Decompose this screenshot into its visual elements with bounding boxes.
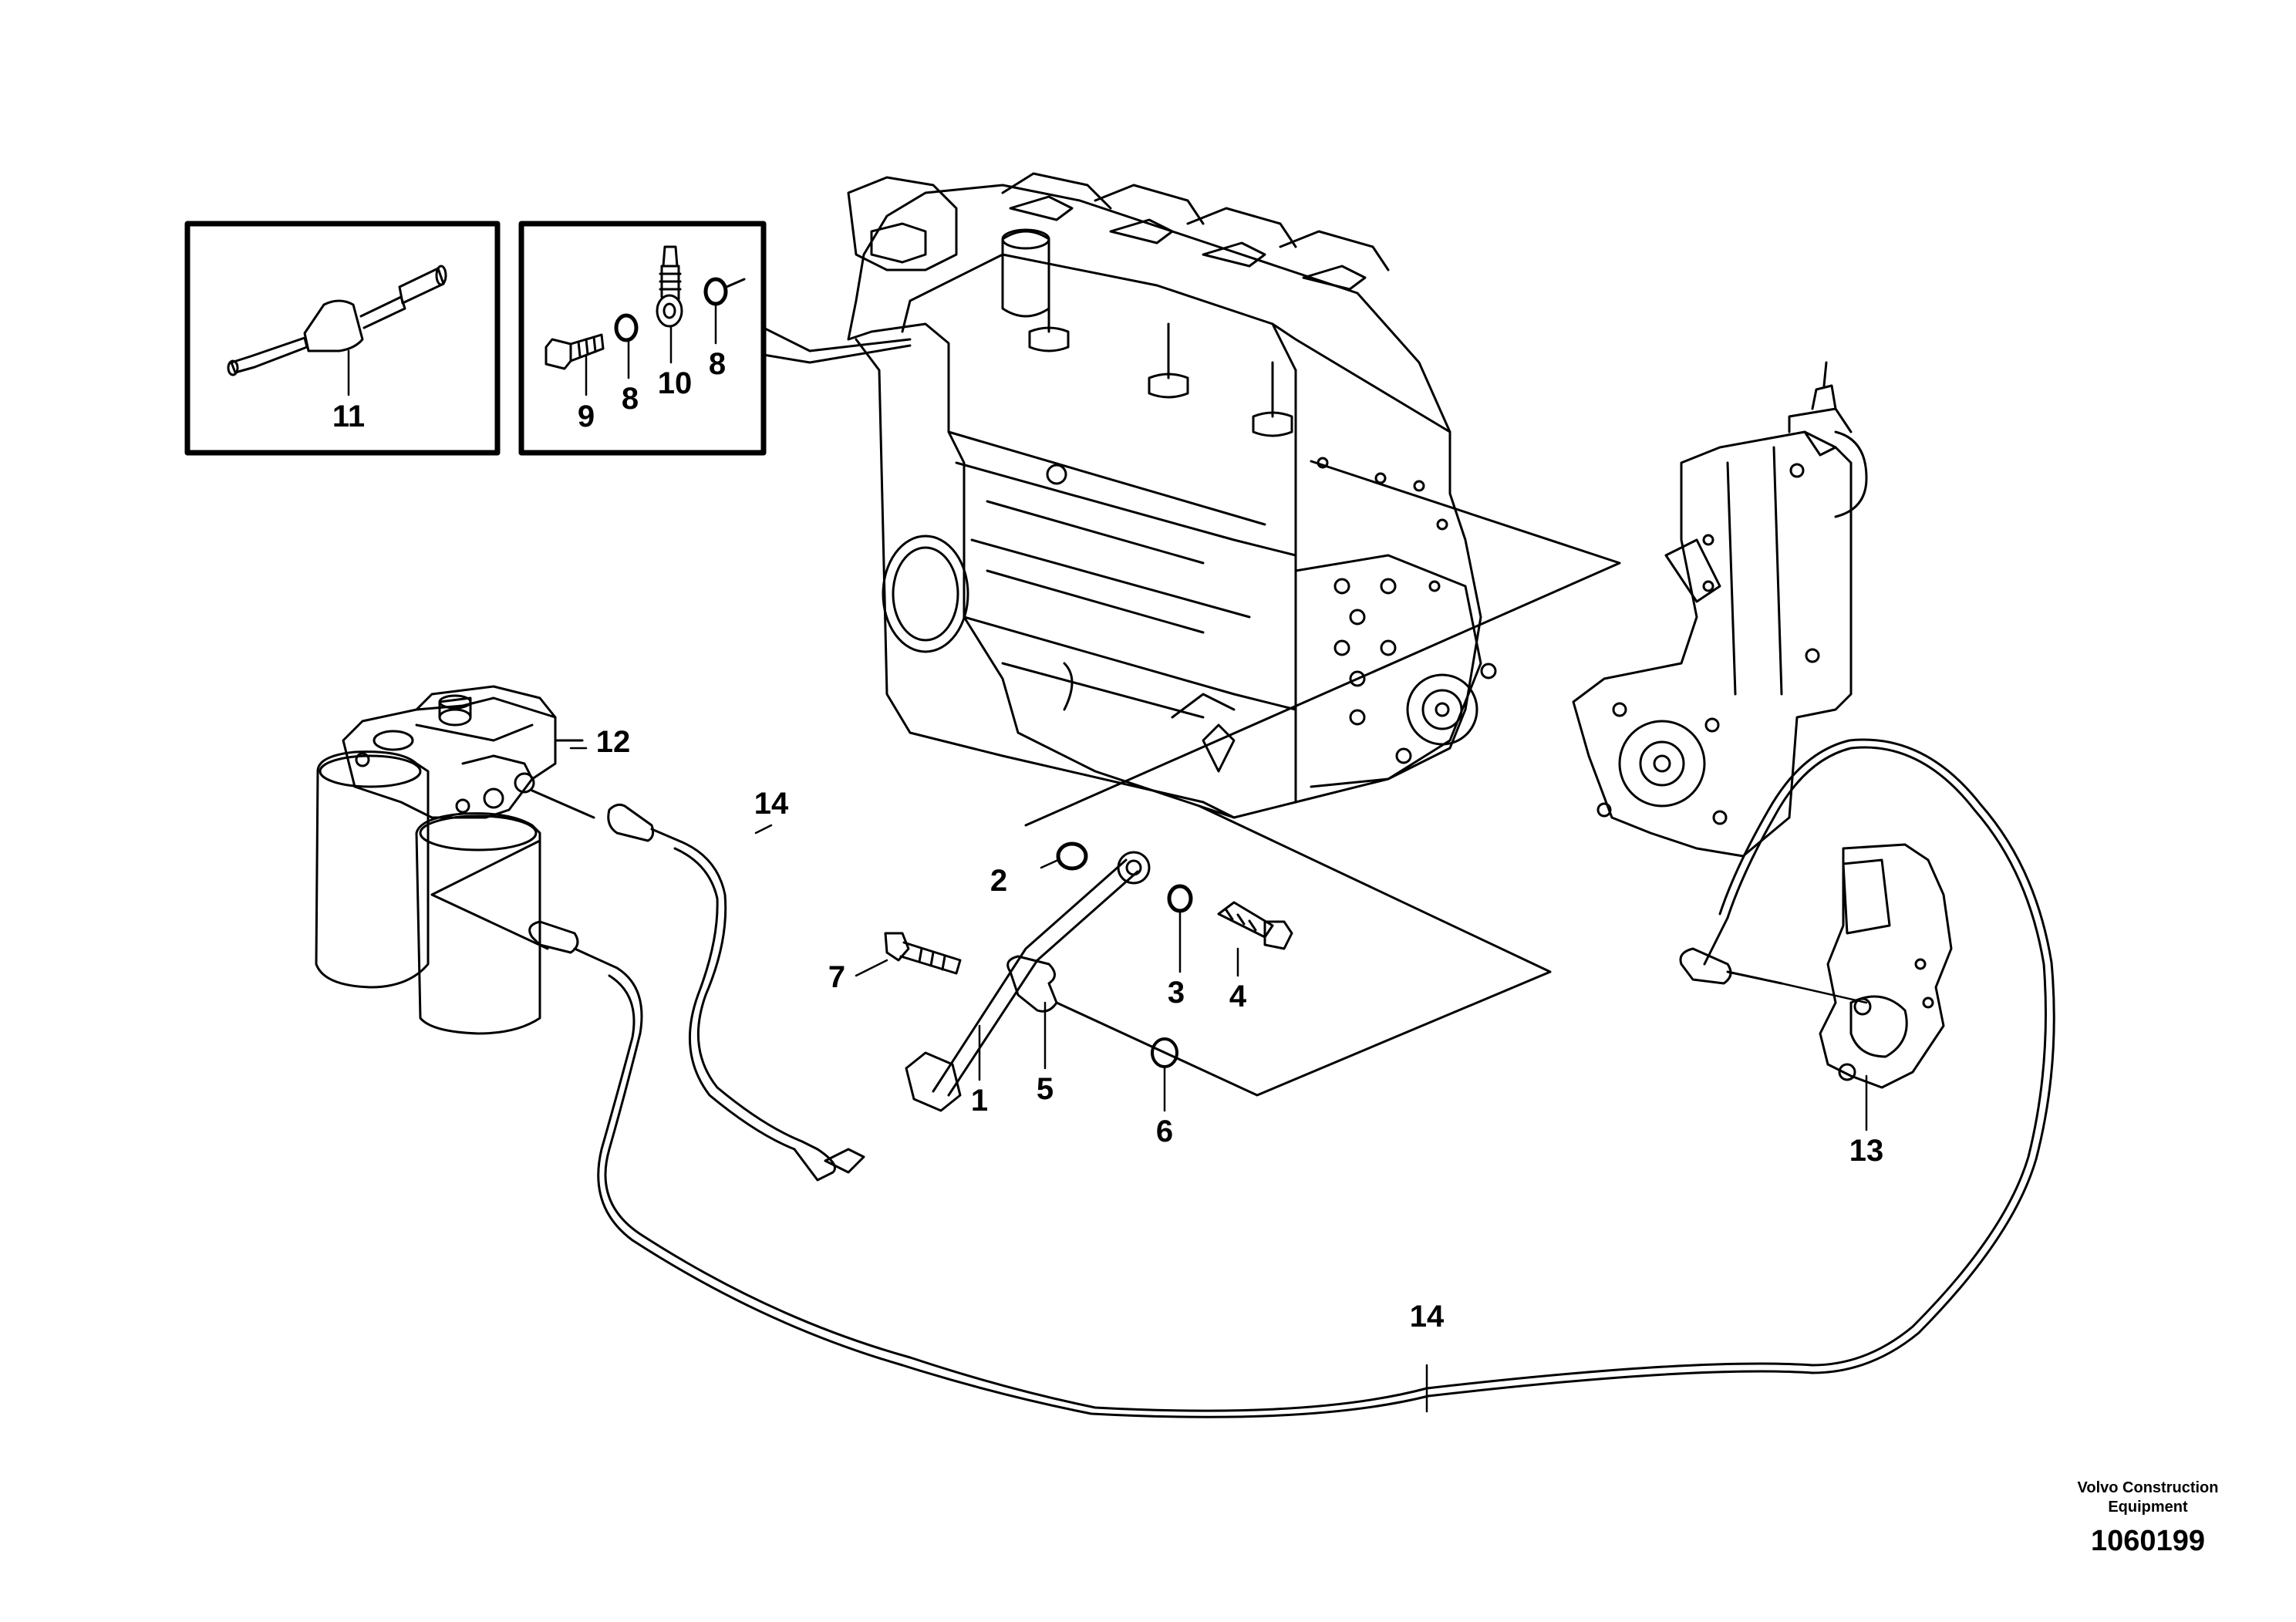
detail-box-11 — [184, 221, 501, 456]
callout-4: 4 — [1229, 980, 1247, 1013]
fuel-pipe-assembly — [855, 804, 1552, 1112]
engine-block — [847, 172, 1621, 827]
callout-labels: 11 9 8 10 8 12 14 2 3 4 7 1 5 6 13 14 — [332, 347, 1883, 1334]
callout-3: 3 — [1168, 976, 1185, 1010]
callout-2: 2 — [990, 864, 1007, 898]
footer: Volvo Construction Equipment 1060199 — [2078, 1479, 2219, 1557]
callout-1: 1 — [971, 1084, 988, 1118]
water-pump-assembly — [1572, 361, 1868, 858]
callout-12: 12 — [596, 725, 631, 759]
callout-6: 6 — [1156, 1114, 1173, 1148]
drawing-number: 1060199 — [2091, 1525, 2205, 1557]
callout-14-lower: 14 — [1410, 1300, 1445, 1334]
callout-9: 9 — [578, 400, 595, 433]
fuel-hose-14-lower — [528, 738, 2055, 1418]
callout-10: 10 — [658, 366, 693, 400]
banjo-fitting-10 — [656, 245, 683, 328]
callout-7: 7 — [828, 960, 845, 994]
callout-14-upper: 14 — [754, 787, 789, 821]
callout-8b: 8 — [709, 347, 726, 381]
callout-11: 11 — [332, 400, 365, 433]
washer-8a — [614, 313, 639, 342]
fuel-hose-14-upper — [531, 789, 865, 1182]
callout-13: 13 — [1849, 1134, 1884, 1168]
fuel-filter-assembly — [315, 685, 584, 1035]
hose-connector-part — [227, 265, 447, 376]
callout-8a: 8 — [622, 382, 639, 416]
callout-5: 5 — [1037, 1072, 1054, 1106]
bracket-13 — [1819, 843, 1953, 1131]
company-line-2: Equipment — [2108, 1499, 2188, 1516]
company-line-1: Volvo Construction — [2078, 1479, 2219, 1496]
detail-box-banjo — [518, 221, 912, 456]
